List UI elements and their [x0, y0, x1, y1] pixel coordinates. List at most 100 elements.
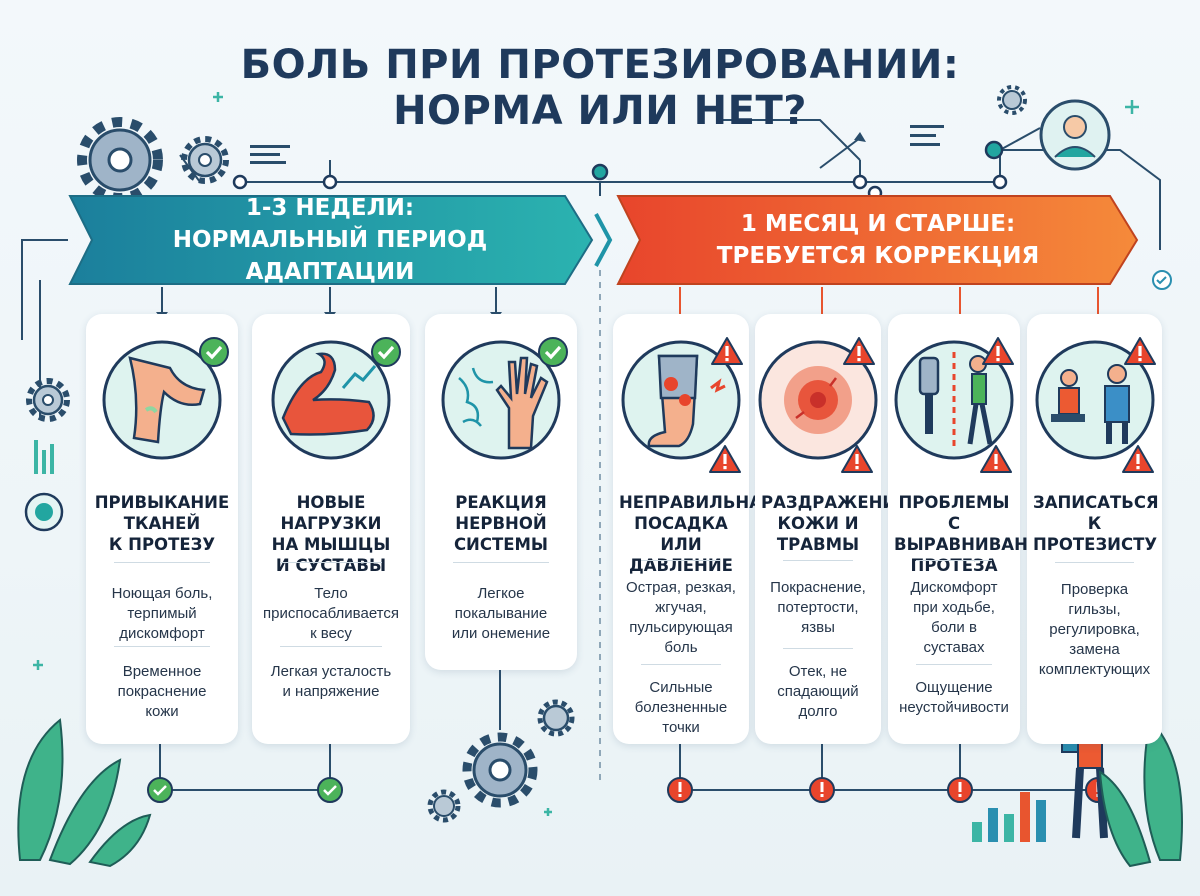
status-warning-badge [982, 336, 1014, 368]
muscle-arm-icon [269, 338, 393, 462]
card-title-line: ЗАПИСАТЬСЯ [1033, 493, 1159, 512]
card-description-secondary: Ощущение неустойчивости [894, 678, 1014, 718]
card-title-line: НА МЫШЦЫ [271, 535, 391, 554]
card-description-line: кожи [145, 703, 179, 720]
status-warning-badge [711, 336, 743, 368]
card-description-line: к весу [310, 625, 352, 642]
card-description-line: Сильные [649, 679, 713, 696]
gear-icon [997, 85, 1027, 115]
warning-badge-icon [1122, 445, 1154, 473]
card-description-line: Временное [122, 663, 202, 680]
card-description-line: Дискомфорт [910, 579, 998, 596]
leg-adaptation-icon [100, 338, 224, 462]
card-title-line: ПРОБЛЕМЫ С [898, 493, 1010, 533]
card-title-line: ПОСАДКА ИЛИ [634, 514, 728, 554]
card-title-line: ДАВЛЕНИЕ [629, 556, 733, 575]
card-description-line: замена [1069, 641, 1120, 658]
card-title-line: КОЖИ И [777, 514, 859, 533]
card-description-line: Отек, не [788, 663, 848, 680]
card-divider [114, 646, 210, 647]
status-warning-badge [841, 444, 873, 476]
user-avatar-icon [1039, 99, 1111, 171]
status-ok-badge [198, 336, 230, 368]
card-description-line: Покраснение, [770, 579, 866, 596]
banner-correction-needed: 1 МЕСЯЦ И СТАРШЕ: ТРЕБУЕТСЯ КОРРЕКЦИЯ [640, 204, 1116, 276]
plant-leaves-left [17, 718, 152, 868]
gear-icon [462, 732, 538, 808]
card-description-line: пульсирующая [629, 619, 733, 636]
card-divider [641, 560, 721, 561]
warning-badge-icon [709, 445, 741, 473]
card-divider [916, 560, 992, 561]
card-title-line: НЕРВНОЙ [455, 514, 547, 533]
card-description-primary: Покраснение,потертости,язвы [761, 578, 875, 638]
card-description-line: болезненные [634, 699, 728, 716]
banner-problem-line2: ТРЕБУЕТСЯ КОРРЕКЦИЯ [716, 243, 1040, 269]
warning-badge-icon [982, 337, 1014, 365]
banner-normal-line1: 1-3 НЕДЕЛИ: [245, 195, 415, 221]
card-title-line: НОВЫЕ НАГРУЗКИ [280, 493, 382, 533]
card-description-line: покраснение [117, 683, 207, 700]
card-description-line: язвы [801, 619, 835, 636]
card-title: ЗАПИСАТЬСЯ К ПРОТЕЗИСТУ [1033, 492, 1159, 555]
card-description-line: дискомфорт [119, 625, 205, 642]
card-description-line: Проверка гильзы, [1060, 581, 1129, 618]
card-description-line: боль [664, 639, 698, 656]
banner-normal-period: 1-3 НЕДЕЛИ: НОРМАЛЬНЫЙ ПЕРИОД АДАПТАЦИИ [90, 195, 570, 285]
warning-badge-icon [711, 337, 743, 365]
bottom-ok-nodes [147, 777, 343, 803]
check-badge-icon [371, 337, 401, 367]
card-title-line: ТКАНЕЙ [123, 514, 201, 533]
card-description-line: жгучая, [655, 599, 707, 616]
card-title-line: ТРАВМЫ [776, 535, 860, 554]
nerve-hand-icon [439, 338, 563, 462]
card-title-line: ПРИВЫКАНИЕ [94, 493, 230, 512]
card-description-line: покалывание [454, 605, 548, 622]
gear-icon [427, 789, 461, 823]
card-title-line: СИСТЕМЫ [453, 535, 549, 554]
card-title-line: К ПРОТЕЗИСТУ [1033, 514, 1158, 554]
card-divider [1055, 562, 1134, 563]
card-title: НЕПРАВИЛЬНАЯ ПОСАДКА ИЛИ ДАВЛЕНИЕ [619, 492, 775, 576]
status-ok-badge [537, 336, 569, 368]
status-warning-badge [843, 336, 875, 368]
page-title: БОЛЬ ПРИ ПРОТЕЗИРОВАНИИ: НОРМА ИЛИ НЕТ? [200, 42, 1000, 134]
card-divider [783, 648, 853, 649]
card-divider [280, 646, 382, 647]
card-description-line: спадающий [777, 683, 859, 700]
warning-badge-icon [841, 445, 873, 473]
card-title: РЕАКЦИЯ НЕРВНОЙ СИСТЕМЫ [431, 492, 571, 555]
card-title-line: РЕАКЦИЯ [455, 493, 547, 512]
card-title-line: ВЫРАВНИВАНИЕМ [894, 535, 1070, 554]
card-divider [783, 560, 853, 561]
warning-badge-icon [843, 337, 875, 365]
warning-badge-icon [1124, 337, 1156, 365]
socket-fit-icon [619, 338, 743, 462]
card-description-line: Ноющая боль, [111, 585, 213, 602]
card-title-line: НЕПРАВИЛЬНАЯ [619, 493, 775, 512]
status-warning-badge [1124, 336, 1156, 368]
network-nodes [232, 140, 1008, 201]
card-description-line: Ощущение [915, 679, 993, 696]
card-description-line: терпимый [127, 605, 197, 622]
gear-icon [181, 136, 229, 184]
card-description-line: суставах [923, 639, 985, 656]
card-divider [916, 664, 992, 665]
card-description-secondary: Временное покраснение кожи [92, 662, 232, 722]
card-divider [453, 562, 549, 563]
card-description-line: неустойчивости [899, 699, 1009, 716]
